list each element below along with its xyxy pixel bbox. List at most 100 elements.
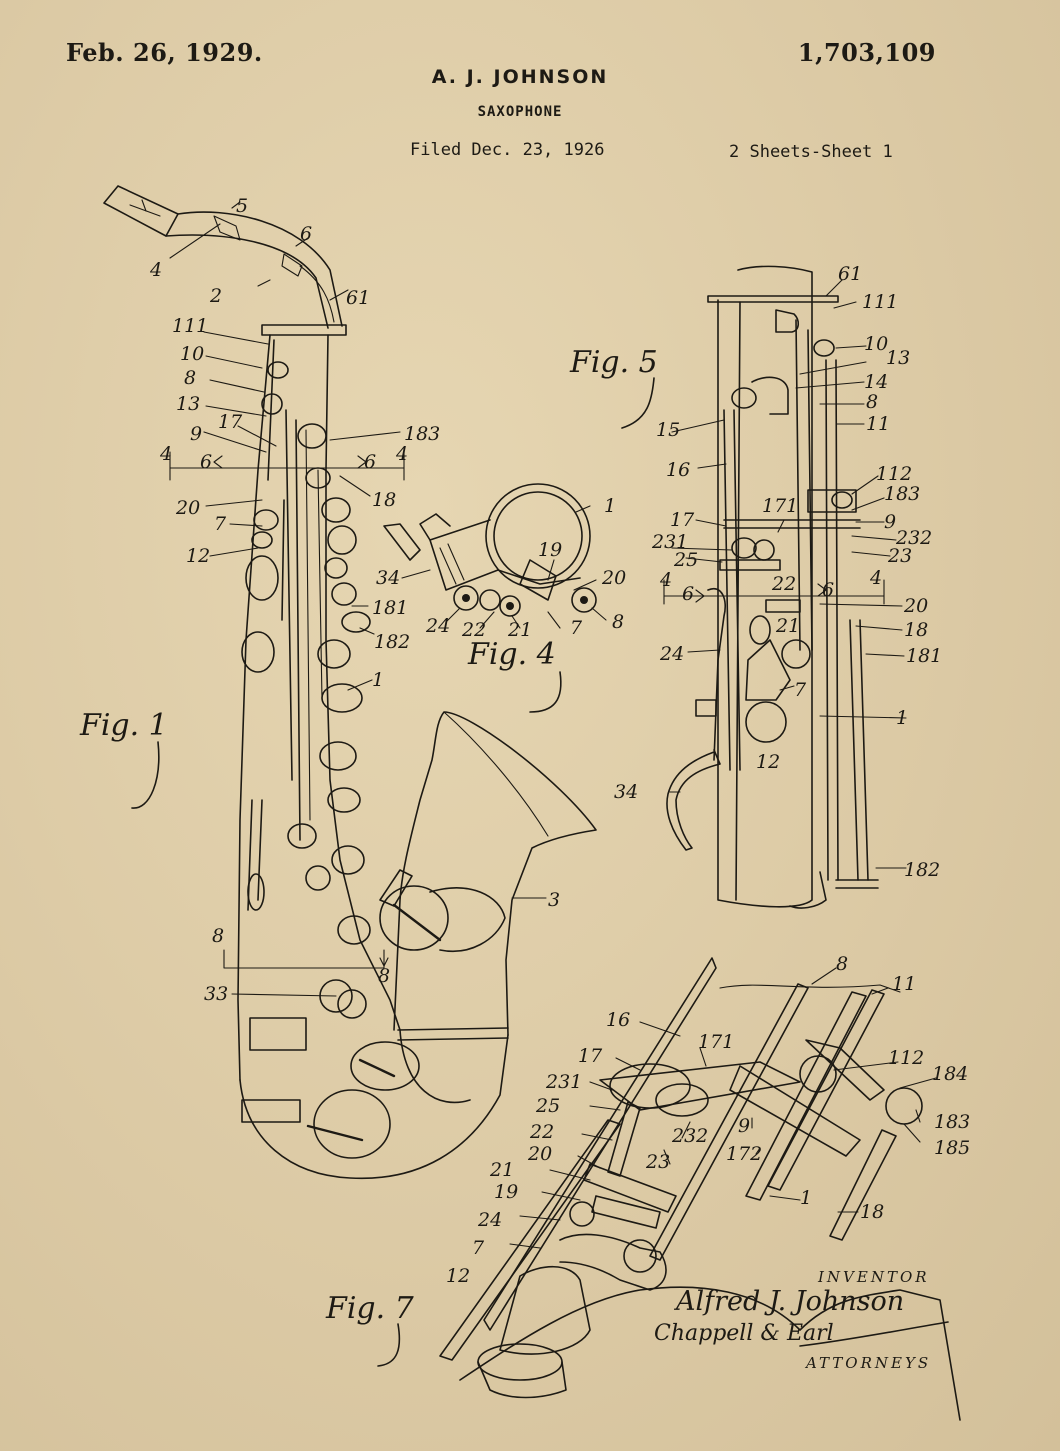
patent-title: SAXOPHONE: [477, 104, 563, 120]
reference-numeral: 19: [538, 539, 562, 561]
reference-numeral: 22: [529, 1121, 554, 1143]
reference-numeral: 20: [601, 567, 626, 589]
reference-numeral: 8: [612, 611, 624, 633]
fig1-reference-numerals: 5 4 6 2 61 111 10 8 13 17 9 183 4 6 6 4 …: [149, 195, 560, 1005]
reference-numeral: 112: [888, 1047, 924, 1069]
reference-numeral: 14: [864, 371, 888, 393]
reference-numeral: 6: [200, 451, 212, 473]
reference-numeral: 111: [862, 291, 898, 313]
reference-numeral: 1: [604, 495, 616, 517]
fig4-label-hook: [529, 671, 562, 713]
reference-numeral: 8: [184, 367, 196, 389]
reference-numeral: 16: [606, 1009, 630, 1031]
reference-numeral: 9: [738, 1115, 750, 1137]
reference-numeral: 33: [204, 983, 228, 1005]
reference-numeral: 23: [645, 1151, 670, 1173]
reference-numeral: 24: [659, 643, 684, 665]
filed-date: Filed Dec. 23, 1926: [410, 140, 605, 160]
reference-numeral: 20: [903, 595, 928, 617]
reference-numeral: 182: [374, 631, 410, 653]
fig1-label: Fig. 1: [79, 708, 168, 743]
fig1-drawing: [103, 185, 597, 1180]
fig5-label: Fig. 5: [569, 345, 658, 380]
reference-numeral: 8: [212, 925, 224, 947]
reference-numeral: 25: [535, 1095, 560, 1117]
reference-numeral: 183: [404, 423, 440, 445]
fig1-label-hook: [131, 741, 160, 809]
reference-numeral: 12: [446, 1265, 470, 1287]
reference-numeral: 111: [172, 315, 208, 337]
reference-numeral: 231: [651, 531, 688, 553]
reference-numeral: 8: [378, 965, 390, 987]
reference-numeral: 10: [180, 343, 204, 365]
reference-numeral: 17: [218, 411, 243, 433]
reference-numeral: 9: [190, 423, 202, 445]
reference-numeral: 24: [425, 615, 450, 637]
reference-numeral: 13: [886, 347, 910, 369]
reference-numeral: 3: [548, 889, 560, 911]
fig7-reference-numerals: 8 11 16 171 17 112 184 231 25 22 232 183…: [446, 953, 970, 1287]
reference-numeral: 20: [175, 497, 200, 519]
reference-numeral: 10: [864, 333, 888, 355]
reference-numeral: 8: [866, 391, 878, 413]
fig4-drawing: [383, 483, 607, 629]
signature-flourish: [799, 1321, 949, 1347]
reference-numeral: 232: [671, 1125, 708, 1147]
inventor-caption: INVENTOR: [817, 1268, 930, 1286]
reference-numeral: 5: [236, 195, 248, 217]
inventor-heading: A. J. JOHNSON: [431, 66, 609, 88]
fig7-drawing: [439, 957, 961, 1421]
reference-numeral: 34: [614, 781, 638, 803]
reference-numeral: 8: [836, 953, 848, 975]
reference-numeral: 172: [726, 1143, 762, 1165]
reference-numeral: 7: [570, 617, 583, 639]
reference-numeral: 22: [461, 619, 486, 641]
reference-numeral: 7: [214, 513, 227, 535]
attorney-caption: ATTORNEYS: [804, 1354, 931, 1372]
reference-numeral: 181: [906, 645, 942, 667]
reference-numeral: 18: [372, 489, 396, 511]
reference-numeral: 23: [887, 545, 912, 567]
reference-numeral: 61: [838, 263, 862, 285]
reference-numeral: 4: [395, 443, 408, 465]
reference-numeral: 182: [904, 859, 940, 881]
reference-numeral: 34: [376, 567, 400, 589]
fig5-drawing: [663, 265, 907, 909]
reference-numeral: 18: [904, 619, 928, 641]
reference-numeral: 171: [698, 1031, 734, 1053]
reference-numeral: 61: [346, 287, 370, 309]
reference-numeral: 22: [771, 573, 796, 595]
reference-numeral: 1: [896, 707, 908, 729]
reference-numeral: 232: [895, 527, 932, 549]
patent-number: 1,703,109: [797, 38, 936, 67]
sheet-count: 2 Sheets-Sheet 1: [729, 142, 893, 162]
reference-numeral: 25: [673, 549, 698, 571]
signature-block: INVENTOR Alfred J. Johnson Chappell & Ea…: [654, 1268, 949, 1372]
reference-numeral: 21: [775, 615, 800, 637]
reference-numeral: 1: [800, 1187, 812, 1209]
reference-numeral: 7: [472, 1237, 485, 1259]
attorney-signature: Chappell & Earl: [654, 1321, 834, 1346]
reference-numeral: 6: [822, 579, 834, 601]
reference-numeral: 112: [876, 463, 912, 485]
reference-numeral: 21: [489, 1159, 514, 1181]
reference-numeral: 4: [149, 259, 162, 281]
reference-numeral: 1: [372, 669, 384, 691]
inventor-signature: Alfred J. Johnson: [673, 1286, 904, 1317]
reference-numeral: 7: [794, 679, 807, 701]
fig5-label-hook: [621, 377, 655, 429]
reference-numeral: 184: [932, 1063, 968, 1085]
reference-numeral: 19: [494, 1181, 518, 1203]
reference-numeral: 6: [682, 583, 694, 605]
reference-numeral: 4: [159, 443, 172, 465]
reference-numeral: 183: [934, 1111, 970, 1133]
reference-numeral: 17: [670, 509, 695, 531]
fig7-label: Fig. 7: [325, 1291, 415, 1326]
reference-numeral: 185: [934, 1137, 970, 1159]
fig4-label: Fig. 4: [467, 637, 556, 672]
fig5-reference-numerals: 61 111 10 13 14 8 15 11 16 112 183 171 1…: [614, 263, 942, 881]
reference-numeral: 4: [869, 567, 882, 589]
reference-numeral: 9: [884, 511, 896, 533]
